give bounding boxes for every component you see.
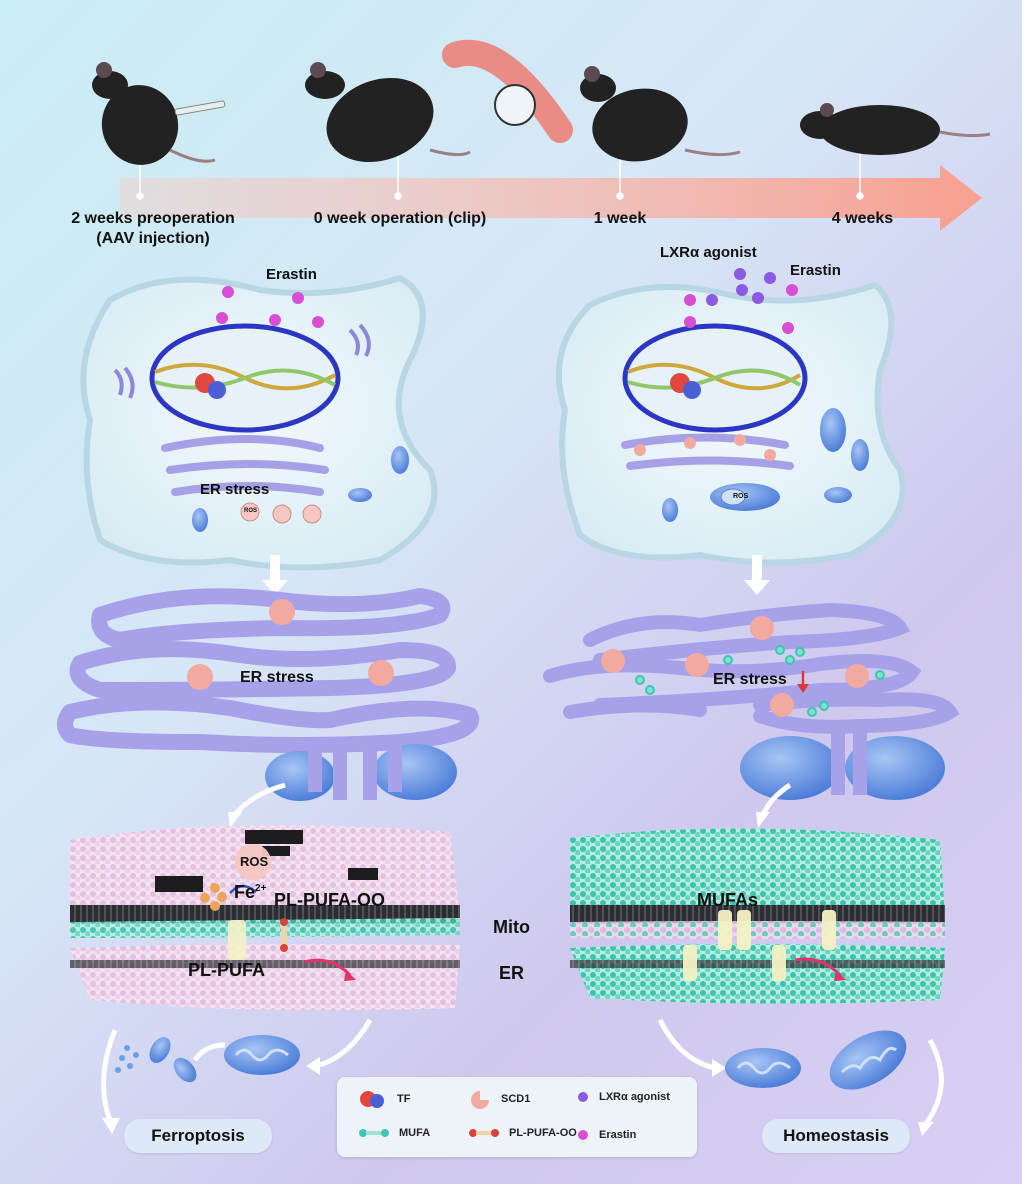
left-mitochondria: [192, 446, 409, 532]
mufa-icon: [359, 1129, 389, 1137]
curved-arrows: [101, 782, 944, 1127]
iron-charge: 2+: [255, 883, 267, 894]
legend-item-scd1: SCD1: [469, 1089, 530, 1109]
timeline-step-1-line-2: (AAV injection): [96, 230, 210, 247]
mito-label: Mito: [493, 917, 530, 937]
left-ros-icons: [240, 502, 322, 524]
left-er-stress-zoom-label: ER stress: [240, 669, 314, 686]
timeline: [92, 39, 991, 231]
iron-cluster: [200, 883, 227, 911]
left-er-scd1: [187, 599, 394, 690]
legend-label-agonist: LXRα agonist: [599, 1091, 670, 1103]
left-cell: [80, 274, 438, 571]
left-tf-icon: [195, 373, 226, 399]
bottom-right-mito: [725, 1030, 907, 1090]
right-agonist-label: LXRα agonist: [660, 244, 757, 261]
pl-pufa-oo-molecule: [280, 918, 288, 952]
timeline-step-3: 1 week: [593, 210, 647, 227]
mouse-operation-icon: [305, 62, 471, 163]
timeline-step-2: 0 week operation (clip): [313, 210, 487, 227]
pl-pufa-oo-label: PL-PUFA-OO: [274, 890, 385, 910]
timeline-step-1-line-1: 2 weeks preoperation: [71, 210, 235, 227]
right-membrane: [570, 828, 945, 1004]
mouse-4-weeks-icon: [800, 103, 991, 155]
mufa-molecules: [683, 910, 836, 981]
legend-item-tf: TF: [359, 1089, 410, 1109]
er-label: ER: [499, 963, 525, 983]
left-er-zoom: [57, 588, 479, 753]
erastin-icon: [578, 1130, 588, 1140]
membrane-ros-label: ROS: [240, 854, 269, 869]
right-erastin-dots: [684, 284, 798, 334]
legend-item-mufa: MUFA: [359, 1127, 430, 1139]
ros-bubble: [235, 844, 271, 880]
legend-label-pl-pufa-oo: PL-PUFA-OO: [509, 1127, 577, 1139]
right-mufa-clusters: [635, 645, 885, 717]
lxr-agonist-icon: [578, 1092, 588, 1102]
mufas-label: MUFAs: [697, 890, 759, 910]
right-cell: [555, 268, 906, 566]
right-er-stress-zoom-label: ER stress: [713, 671, 787, 688]
pl-pufa-molecule: [228, 920, 246, 960]
legend-label-tf: TF: [397, 1093, 411, 1105]
pl-pufa-oo-icon: [469, 1129, 499, 1137]
right-scd1-icons: [634, 434, 776, 461]
timeline-arrow: [120, 165, 982, 231]
right-er-stack: [621, 433, 794, 470]
right-tf-icon: [670, 373, 701, 399]
right-er-mito: [740, 728, 945, 800]
left-er-mito: [265, 740, 457, 801]
timeline-step-1: 2 weeks preoperation (AAV injection): [58, 209, 248, 249]
tf-protein-icon: [360, 1091, 384, 1108]
left-erastin-label: Erastin: [266, 266, 317, 283]
scd1-icon: [471, 1091, 489, 1109]
right-erastin-label: Erastin: [790, 262, 841, 279]
right-agonist-dots: [706, 268, 776, 306]
left-cell-er-stress-label: ER stress: [200, 481, 270, 498]
right-ros-label: ROS: [733, 493, 749, 500]
right-er-zoom: [543, 602, 960, 734]
legend-label-scd1: SCD1: [501, 1093, 531, 1105]
timeline-step-4: 4 weeks: [831, 210, 894, 227]
bottom-left-mito: [115, 1035, 300, 1083]
left-membrane: [70, 825, 460, 1011]
legend-label-mufa: MUFA: [399, 1127, 431, 1139]
homeostasis-box: Homeostasis: [762, 1119, 910, 1153]
legend-item-erastin: Erastin: [577, 1129, 636, 1141]
legend: TF SCD1 LXRα agonist MUFA PL-PUFA-OO Era…: [337, 1077, 697, 1157]
lipid-damage-holes: [155, 830, 378, 892]
iron-label: Fe2+: [234, 882, 266, 903]
syringe-icon: [174, 100, 226, 116]
left-erastin-dots: [216, 286, 324, 328]
ferroptosis-box: Ferroptosis: [124, 1119, 272, 1153]
left-er-stack: [161, 435, 329, 496]
iron-symbol: Fe: [234, 882, 256, 902]
down-arrows: [262, 555, 770, 595]
legend-item-agonist: LXRα agonist: [577, 1091, 670, 1103]
artery-clip-icon: [442, 39, 573, 143]
right-mitochondria: [662, 408, 869, 522]
legend-label-erastin: Erastin: [599, 1129, 637, 1141]
mouse-1-week-icon: [580, 66, 741, 162]
left-ros-label: ROS: [244, 508, 258, 514]
right-er-scd1: [601, 616, 869, 717]
pl-pufa-label: PL-PUFA: [188, 960, 266, 980]
legend-item-pl-pufa-oo: PL-PUFA-OO: [469, 1127, 577, 1139]
left-golgi: [113, 323, 371, 399]
mouse-preop-icon: [92, 62, 216, 165]
